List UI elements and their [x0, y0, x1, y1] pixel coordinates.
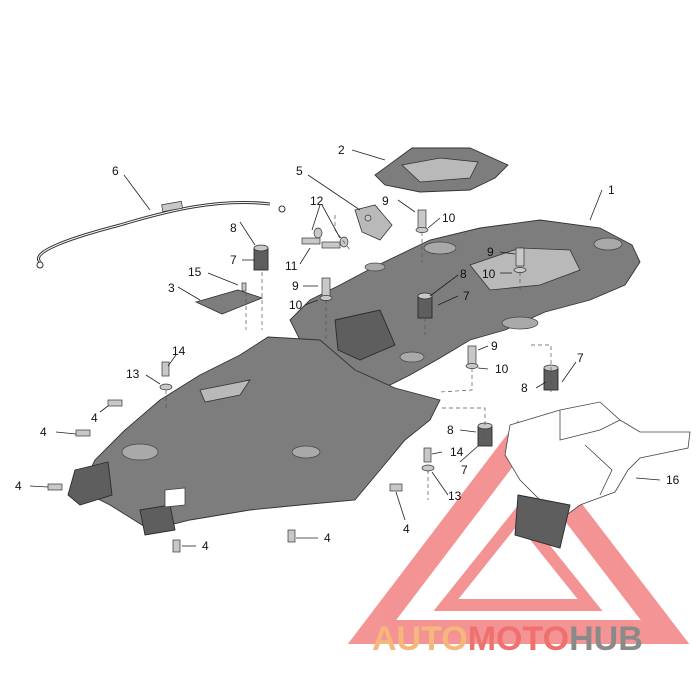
part-body-floor-pan: [67, 336, 441, 536]
callout-4: 4: [91, 411, 98, 425]
callout-3: 3: [168, 281, 175, 295]
callout-16: 16: [666, 473, 680, 487]
watermark-text-hub: HUB: [569, 620, 643, 658]
part-1-body-frame: [289, 219, 641, 391]
assembly-dashed-lines: [165, 215, 552, 500]
callout-14: 14: [172, 344, 186, 358]
part-6-cable: [36, 200, 286, 269]
callout-10: 10: [442, 211, 456, 225]
callout-4: 4: [40, 425, 47, 439]
part-2-top-cover: [374, 147, 509, 193]
callout-4: 4: [324, 531, 331, 545]
callout-4: 4: [403, 522, 410, 536]
callout-15: 15: [188, 265, 202, 279]
callout-7: 7: [463, 289, 470, 303]
callout-12: 12: [310, 194, 324, 208]
callout-9: 9: [292, 279, 299, 293]
callout-labels: 1 2 3 4 4 4 4 4 4 5 6 7 7 7 7 8 8 8 8 9 …: [15, 143, 680, 553]
watermark-text-moto: MOTO: [468, 620, 569, 658]
watermark-logo: AUTOMOTOHUB: [372, 620, 643, 658]
callout-4: 4: [202, 539, 209, 553]
callout-1: 1: [608, 183, 615, 197]
callout-8: 8: [460, 267, 467, 281]
callout-8: 8: [447, 423, 454, 437]
callout-13: 13: [126, 367, 140, 381]
callout-2: 2: [338, 143, 345, 157]
callout-6: 6: [112, 164, 119, 178]
callout-5: 5: [296, 164, 303, 178]
part-16-side-panel: [504, 401, 691, 549]
callout-9: 9: [491, 339, 498, 353]
fasteners: [47, 209, 559, 553]
svg-text:AUTOMOTOHUB: AUTOMOTOHUB: [372, 620, 643, 658]
callout-10: 10: [495, 362, 509, 376]
callout-7: 7: [230, 253, 237, 267]
callout-8: 8: [230, 221, 237, 235]
watermark-triangle: [347, 420, 690, 644]
callout-4: 4: [15, 479, 22, 493]
callout-11: 11: [285, 259, 298, 273]
callout-7: 7: [461, 463, 468, 477]
callout-13: 13: [448, 489, 462, 503]
callout-9: 9: [382, 194, 389, 208]
callout-10: 10: [482, 267, 496, 281]
watermark-text-auto: AUTO: [372, 620, 468, 658]
callout-7: 7: [577, 351, 584, 365]
callout-8: 8: [521, 381, 528, 395]
callout-9: 9: [487, 245, 494, 259]
callout-10: 10: [289, 298, 303, 312]
callout-14: 14: [450, 445, 464, 459]
part-3-plate: [194, 289, 264, 315]
part-5-bracket: [354, 204, 393, 241]
leader-lines: [29, 149, 661, 547]
